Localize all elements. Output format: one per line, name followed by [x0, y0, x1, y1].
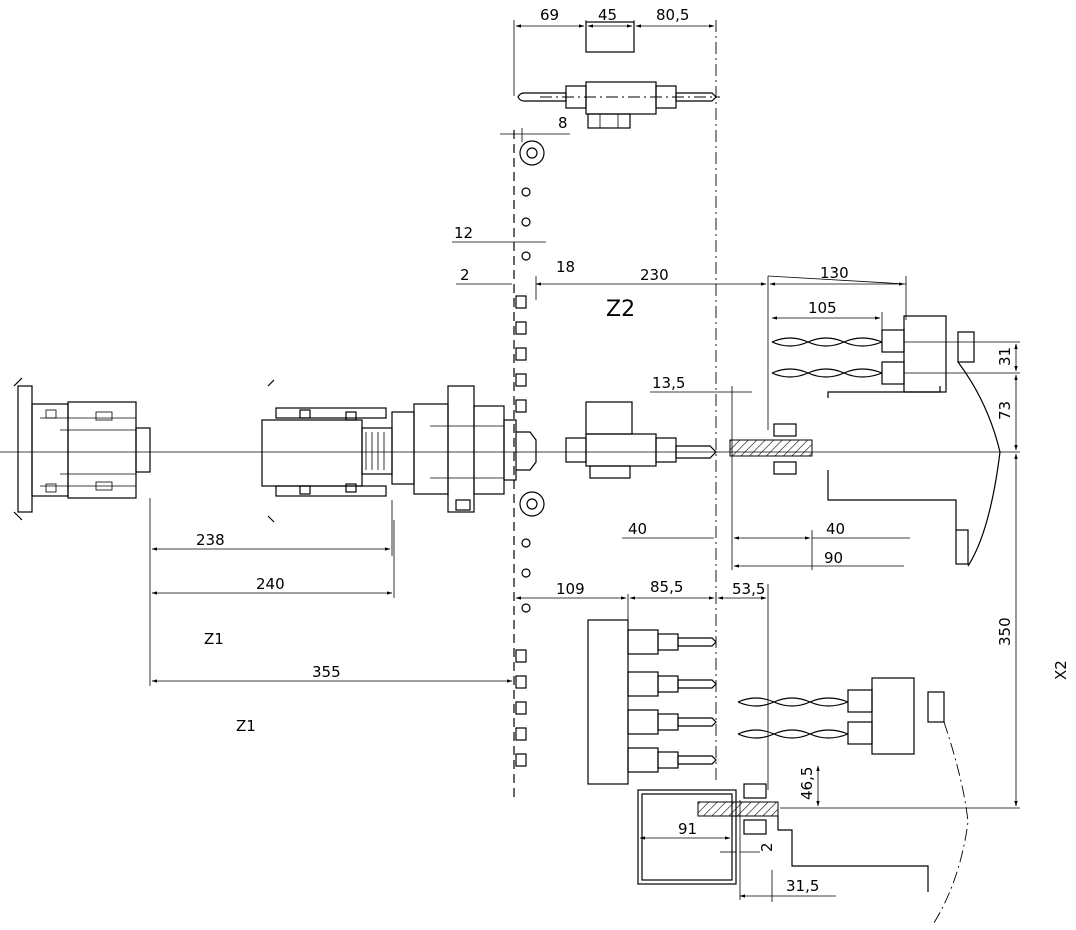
chain-link — [515, 675, 527, 689]
chain-link — [515, 649, 527, 663]
chain-link — [515, 321, 527, 335]
chain-link — [515, 701, 527, 715]
dim-2-left: 2 — [460, 266, 470, 284]
dim-40-right: 40 — [826, 520, 845, 538]
dimension-lines — [149, 20, 1020, 902]
dim-350: 350 — [996, 617, 1014, 646]
dim-18: 18 — [556, 258, 575, 276]
dim-40-left: 40 — [628, 520, 647, 538]
lower-right-twin-drills — [737, 677, 969, 927]
dim-2-bottom: 2 — [758, 842, 776, 852]
center-drill-unit — [565, 401, 717, 479]
dim-355: 355 — [312, 663, 341, 681]
dim-85-5: 85,5 — [650, 578, 683, 596]
lower-holes — [519, 491, 545, 613]
chain-link — [515, 399, 527, 413]
dim-105: 105 — [808, 299, 837, 317]
dim-73: 73 — [996, 401, 1014, 420]
chain-link — [515, 753, 527, 767]
dim-90: 90 — [824, 549, 843, 567]
tool-plate-reference — [513, 20, 717, 800]
axis-label-z1-lower: Z1 — [236, 717, 256, 735]
dim-12: 12 — [454, 224, 473, 242]
dim-69: 69 — [540, 6, 559, 24]
dim-46-5: 46,5 — [798, 767, 816, 800]
dimension-texts: 69 45 80,5 8 12 2 18 230 130 105 31 73 1… — [196, 6, 1070, 895]
workpiece-stock — [729, 386, 969, 565]
bottom-workpiece — [637, 783, 929, 892]
dim-13-5: 13,5 — [652, 374, 685, 392]
chain-link — [515, 373, 527, 387]
chain-link — [515, 295, 527, 309]
chain-link — [515, 727, 527, 741]
upper-holes — [519, 140, 545, 261]
dim-31-5: 31,5 — [786, 877, 819, 895]
upper-drill-unit — [517, 21, 720, 129]
dim-130: 130 — [820, 264, 849, 282]
dim-31: 31 — [996, 347, 1014, 366]
upper-right-twin-drills — [771, 315, 1001, 567]
dim-45: 45 — [598, 6, 617, 24]
axis-label-z1-upper: Z1 — [204, 630, 224, 648]
lower-left-tool-block — [587, 619, 717, 785]
axis-label-z2: Z2 — [606, 297, 635, 322]
dim-238: 238 — [196, 531, 225, 549]
main-spindle-chuck — [13, 377, 151, 521]
dim-91: 91 — [678, 820, 697, 838]
axis-label-x2: X2 — [1052, 660, 1070, 680]
dim-230: 230 — [640, 266, 669, 284]
dim-53-5: 53,5 — [732, 580, 765, 598]
dim-80-5: 80,5 — [656, 6, 689, 24]
chain-link — [515, 347, 527, 361]
dim-240: 240 — [256, 575, 285, 593]
dim-8: 8 — [558, 114, 568, 132]
chain-links — [515, 295, 527, 767]
counter-spindle — [261, 379, 537, 523]
dim-109: 109 — [556, 580, 585, 598]
